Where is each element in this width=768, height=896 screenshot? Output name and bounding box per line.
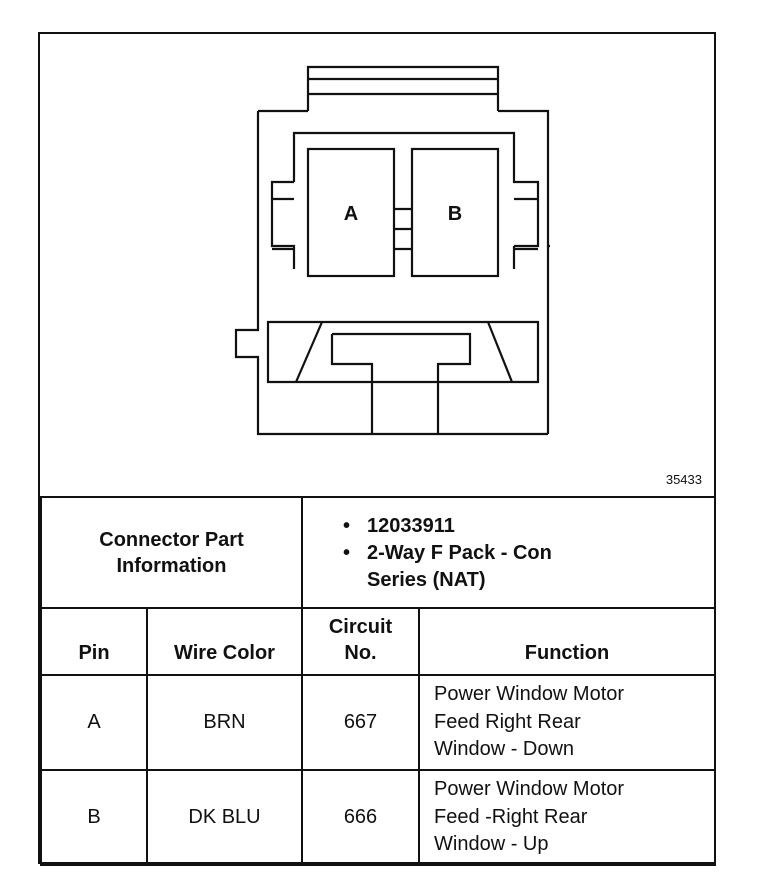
header-function: Function (417, 607, 717, 676)
connector-end-view-diagram: A B (234, 65, 550, 436)
connector-info-label: Connector Part Information (40, 496, 303, 609)
wire-color-cell: DK BLU (146, 769, 303, 866)
cavity-a (306, 147, 396, 278)
connector-info-row: Connector Part Information 12033911 2-Wa… (40, 496, 717, 609)
figure-number: 35433 (665, 472, 702, 487)
header-wire-color: Wire Color (146, 607, 303, 676)
wire-color-cell: BRN (146, 674, 303, 771)
cavity-a-label: A (344, 203, 358, 225)
connector-info-values: 12033911 2-Way F Pack - Con Series (NAT) (300, 496, 717, 609)
cavity-b (410, 147, 500, 278)
connector-series: 2-Way F Pack - Con Series (NAT) (337, 540, 714, 594)
pin-cell: A (40, 674, 148, 771)
circuit-cell: 667 (301, 674, 420, 771)
pin-assignment-table: Connector Part Information 12033911 2-Wa… (40, 496, 717, 866)
connector-lower-key (266, 320, 540, 384)
header-pin: Pin (40, 607, 148, 676)
cavity-b-label: B (448, 203, 462, 225)
part-number: 12033911 (337, 513, 714, 540)
table-row: A BRN 667 Power Window Motor Feed Right … (40, 674, 717, 771)
header-circuit-no: Circuit No. (301, 607, 420, 676)
function-cell: Power Window Motor Feed -Right Rear Wind… (417, 769, 717, 866)
connector-top-latch (306, 65, 500, 111)
function-cell: Power Window Motor Feed Right Rear Windo… (417, 674, 717, 771)
table-header-row: Pin Wire Color Circuit No. Function (40, 607, 717, 676)
circuit-cell: 666 (301, 769, 420, 866)
pin-cell: B (40, 769, 148, 866)
table-row: B DK BLU 666 Power Window Motor Feed -Ri… (40, 769, 717, 866)
connector-end-view-frame: A B 35433 Connector Part Information 120… (38, 32, 717, 866)
